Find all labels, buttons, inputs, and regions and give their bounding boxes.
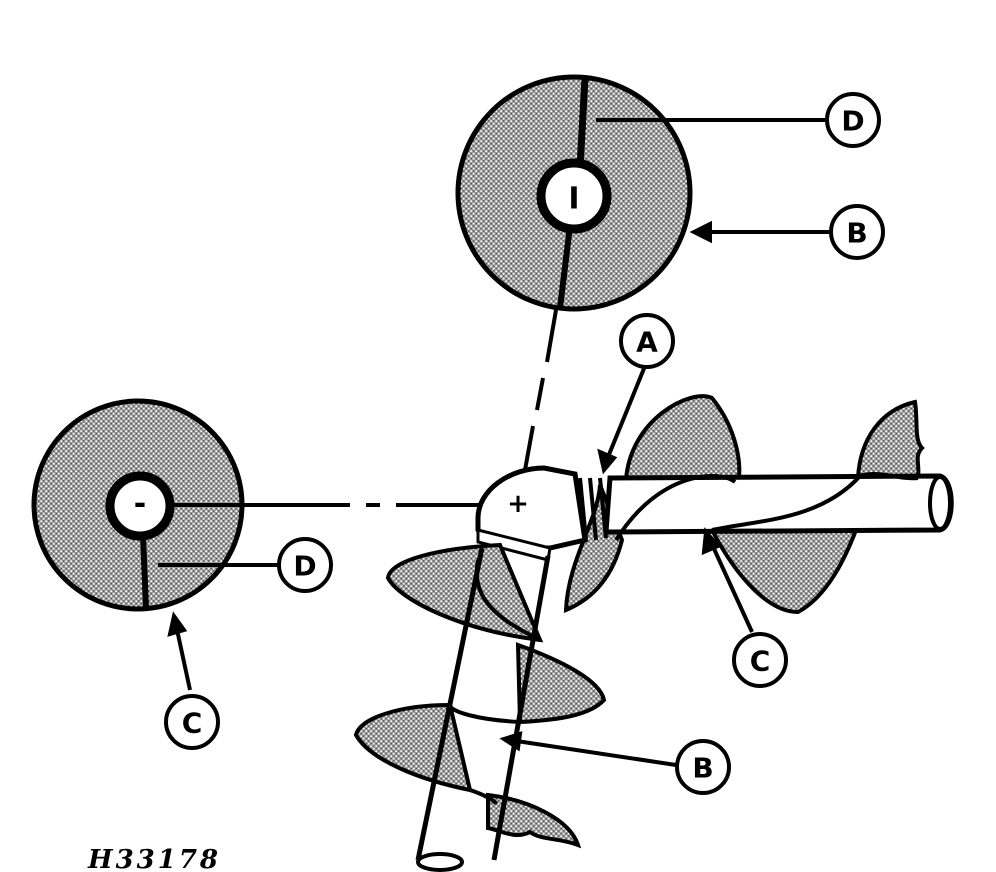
leader-lines — [158, 118, 830, 767]
left-disk-seam — [140, 534, 149, 609]
left-cross-section: - — [31, 398, 245, 612]
callout-c-right-label: C — [750, 645, 771, 678]
top-disk-symbol: I — [568, 182, 579, 217]
v-tube-left — [415, 547, 485, 861]
figure-id: H33178 — [87, 845, 221, 872]
h-flight-4 — [855, 399, 925, 481]
leader-a — [604, 365, 647, 463]
callout-b-bottom-label: B — [692, 752, 713, 785]
arrow-b-bottom — [499, 731, 523, 752]
callout-b-bottom: B — [675, 739, 731, 795]
callout-d-top-label: D — [841, 105, 864, 138]
leader-c-left — [174, 624, 192, 691]
v-tube-end — [416, 852, 464, 872]
callout-c-left: C — [164, 694, 220, 750]
h-helix-edge — [614, 472, 919, 542]
left-disk-symbol: - — [134, 487, 146, 522]
callout-c-left-label: C — [182, 707, 203, 740]
v-tube-right — [491, 555, 551, 861]
junction-symbol: + — [507, 489, 529, 519]
callout-d-left: D — [277, 537, 333, 593]
top-disk-seam-lower — [557, 225, 573, 309]
callout-d-left-label: D — [293, 550, 316, 583]
callout-d-top: D — [825, 92, 881, 148]
callout-c-right: C — [732, 632, 788, 688]
leader-b-bottom — [509, 738, 677, 767]
vertical-auger — [353, 542, 607, 872]
callouts: D B A D C C B — [164, 92, 885, 795]
v-flight-2 — [515, 642, 607, 725]
top-disk-hub — [536, 158, 612, 234]
v-helix-edge — [448, 559, 541, 805]
top-cross-section: I — [455, 74, 693, 312]
h-flight-2 — [623, 394, 742, 486]
callout-a: A — [619, 313, 675, 369]
v-flight-4 — [486, 792, 582, 849]
top-disk-seam-upper — [576, 77, 589, 169]
alignment-lines — [170, 309, 558, 507]
arrow-c-right — [701, 527, 722, 556]
callout-b-top-label: B — [846, 217, 867, 250]
arrow-c-left — [167, 611, 188, 637]
callout-b-top: B — [829, 204, 885, 260]
vertical-dash-line — [523, 309, 558, 471]
leader-c-right — [708, 539, 754, 633]
horizontal-auger — [563, 394, 954, 615]
h-tube — [603, 473, 954, 535]
h-flight-3 — [708, 528, 859, 615]
arrow-b-top — [689, 220, 712, 244]
h-tube-end — [928, 475, 952, 531]
arrow-a — [597, 448, 618, 475]
callout-a-label: A — [636, 326, 658, 359]
v-flight-3 — [353, 702, 473, 793]
coupling-joint: + — [475, 465, 588, 562]
